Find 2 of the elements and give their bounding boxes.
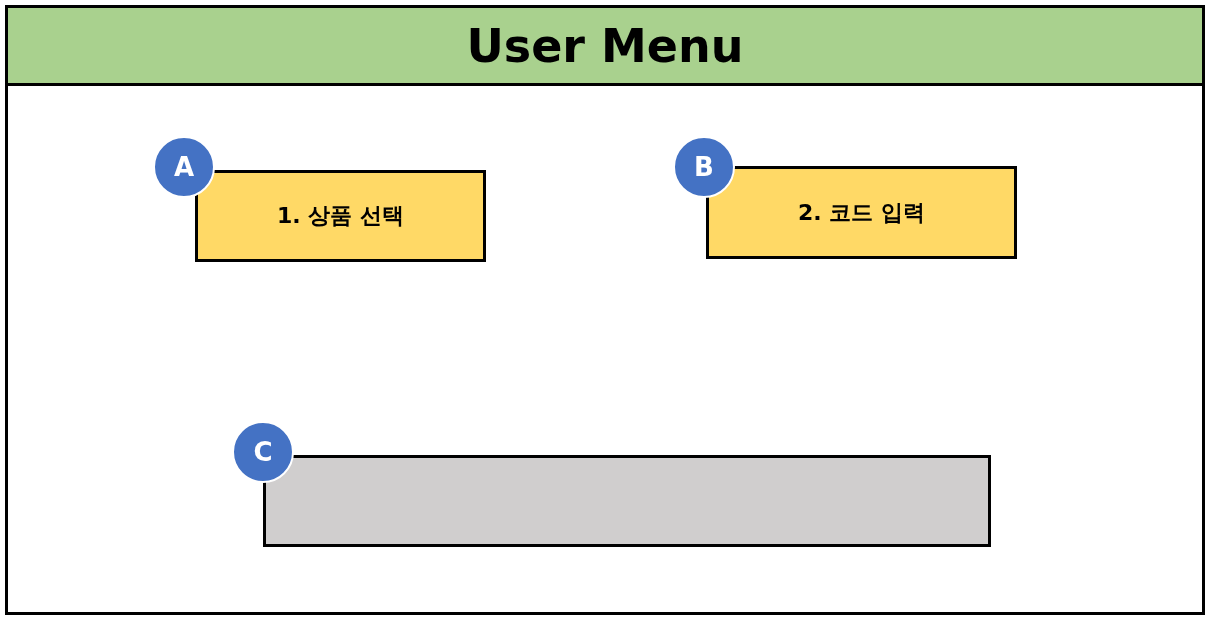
title-bar: User Menu: [5, 5, 1205, 86]
menu-button: 1. 상품 선택: [195, 170, 486, 262]
